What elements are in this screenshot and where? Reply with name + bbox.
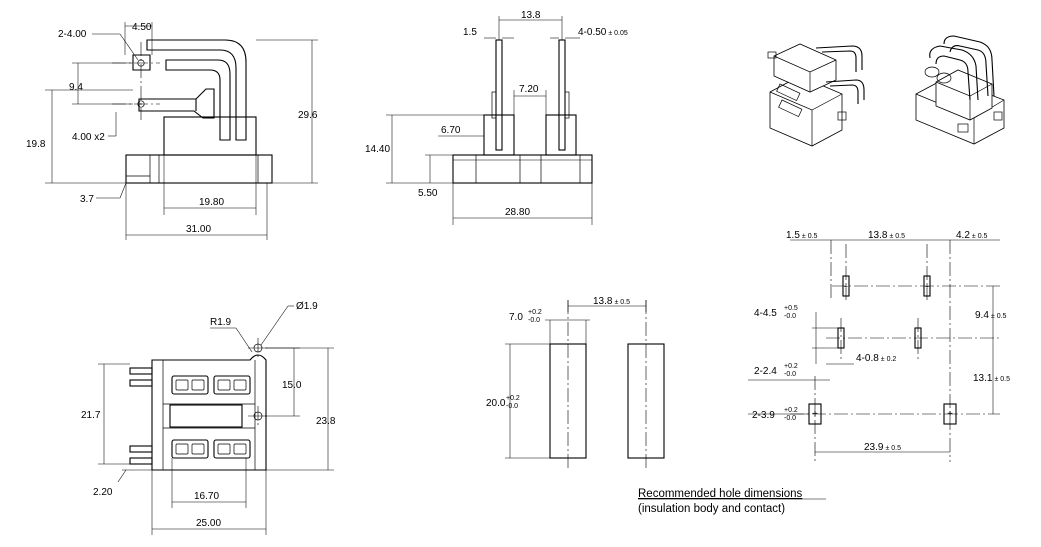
body-hole-pattern: 7.0 +0.2 -0.0 13.8± 0.5 20.0 +0.2 -0.0 xyxy=(486,296,665,470)
body-width-label: 7.0 xyxy=(509,312,523,323)
contact-slot-w-main: 4-0.8 xyxy=(856,353,879,364)
front-pin-thickness-tol: ± 0.05 xyxy=(608,30,628,37)
side-dim-19-8: 19.8 xyxy=(26,139,46,150)
contact-d5-tol: ± 0.5 xyxy=(994,376,1010,383)
contact-d6-main: 23.9 xyxy=(864,442,884,453)
body-spacing-tol: ± 0.5 xyxy=(614,299,630,306)
contact-post-a-main: 2-2.4 xyxy=(754,366,777,377)
cross-2: + xyxy=(925,284,929,291)
bottom-view: Ø1.9 R1.9 15.0 21.7 23.8 2.20 16.70 25.0… xyxy=(81,301,336,535)
contact-slot-tol-plus: +0.5 xyxy=(784,305,798,312)
contact-slot-spec-main: 4-4.5 xyxy=(754,308,777,319)
body-spacing-label: 13.8± 0.5 xyxy=(593,296,630,307)
contact-d5-main: 13.1 xyxy=(973,373,993,384)
contact-hole-pattern: + + + + 1.5± 0.5 13.8± 0.5 4. xyxy=(748,230,1010,462)
body-width-main: 7.0 xyxy=(509,312,523,323)
contact-slot-w-tol: ± 0.2 xyxy=(881,356,897,363)
contact-post-b-main: 2-3.9 xyxy=(752,410,775,421)
contact-d4-main: 9.4 xyxy=(975,310,989,321)
cross-1: + xyxy=(844,284,848,291)
contact-d3-label: 4.2± 0.5 xyxy=(956,230,988,241)
front-pin-thickness-main: 4-0.50 xyxy=(578,27,607,38)
bottom-dim-25-00: 25.00 xyxy=(196,518,221,529)
bottom-hole-dia: Ø1.9 xyxy=(296,301,318,312)
side-dim-4-50: 4.50 xyxy=(132,22,152,33)
contact-d5-label: 13.1± 0.5 xyxy=(973,373,1010,384)
front-dim-5-50: 5.50 xyxy=(418,188,438,199)
contact-d1-tol: ± 0.5 xyxy=(802,233,818,240)
contact-post-b-tol-minus: -0.0 xyxy=(784,415,796,422)
bottom-dim-15-0: 15.0 xyxy=(282,380,302,391)
bottom-dim-23-8: 23.8 xyxy=(316,416,336,427)
side-view: 2-4.00 4.50 9.4 19.8 4.00 x2 29.6 3.7 19… xyxy=(26,22,318,240)
front-dim-1-5: 1.5 xyxy=(463,27,477,38)
side-dim-19-80: 19.80 xyxy=(199,197,224,208)
side-dim-3-7: 3.7 xyxy=(80,194,94,205)
contact-d6-tol: ± 0.5 xyxy=(885,445,901,452)
body-width-tol-minus: -0.0 xyxy=(528,317,540,324)
contact-d2-tol: ± 0.5 xyxy=(889,233,905,240)
contact-d1-label: 1.5± 0.5 xyxy=(786,230,818,241)
body-height-tol-plus: +0.2 xyxy=(506,395,520,402)
contact-d3-main: 4.2 xyxy=(956,230,970,241)
note-title: Recommended hole dimensions xyxy=(638,488,803,500)
cross-3: + xyxy=(812,409,818,420)
contact-d1-main: 1.5 xyxy=(786,230,800,241)
bottom-dim-2-20: 2.20 xyxy=(93,487,113,498)
contact-d4-label: 9.4± 0.5 xyxy=(975,310,1007,321)
contact-d2-label: 13.8± 0.5 xyxy=(868,230,905,241)
front-dim-14-40: 14.40 xyxy=(365,144,390,155)
contact-post-a-tol-plus: +0.2 xyxy=(784,363,798,370)
front-pin-thickness-label: 4-0.50± 0.05 xyxy=(578,27,628,38)
contact-slot-w-label: 4-0.8± 0.2 xyxy=(856,353,896,364)
side-dim-9-4: 9.4 xyxy=(69,82,83,93)
contact-d2-main: 13.8 xyxy=(868,230,888,241)
side-dim-29-6: 29.6 xyxy=(298,110,318,121)
body-height-main: 20.0 xyxy=(486,398,506,409)
isometric-view-rear xyxy=(915,35,1005,145)
note-subtitle: (insulation body and contact) xyxy=(638,503,785,515)
contact-d6-label: 23.9± 0.5 xyxy=(864,442,901,453)
front-dim-7-20: 7.20 xyxy=(519,84,539,95)
contact-slot-tol-minus: -0.0 xyxy=(784,313,796,320)
contact-post-b-tol-plus: +0.2 xyxy=(784,407,798,414)
front-dim-13-8: 13.8 xyxy=(521,10,541,21)
front-dim-6-70: 6.70 xyxy=(441,125,461,136)
contact-d3-tol: ± 0.5 xyxy=(972,233,988,240)
body-spacing-main: 13.8 xyxy=(593,296,613,307)
front-view: 13.8 1.5 4-0.50± 0.05 7.20 14.40 6.70 5.… xyxy=(365,10,628,225)
contact-post-a-tol-minus: -0.0 xyxy=(784,371,796,378)
front-dim-28-80: 28.80 xyxy=(505,207,530,218)
side-mount-hole-label: 4.00 x2 xyxy=(72,132,105,143)
bottom-dim-16-70: 16.70 xyxy=(194,491,219,502)
body-height-tol-minus: -0.0 xyxy=(506,403,518,410)
side-pin-hole-label: 2-4.00 xyxy=(58,29,87,40)
cross-4: + xyxy=(947,409,953,420)
isometric-view-front xyxy=(767,43,865,147)
side-dim-31-00: 31.00 xyxy=(186,224,211,235)
bottom-dim-21-7: 21.7 xyxy=(81,410,101,421)
bottom-radius: R1.9 xyxy=(210,317,232,328)
recommended-note: Recommended hole dimensions (insulation … xyxy=(638,488,826,515)
contact-d4-tol: ± 0.5 xyxy=(991,313,1007,320)
body-width-tol-plus: +0.2 xyxy=(528,309,542,316)
